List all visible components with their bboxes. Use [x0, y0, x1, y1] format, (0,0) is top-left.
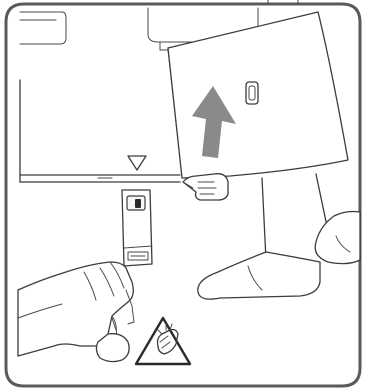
handheld-device [122, 190, 152, 266]
